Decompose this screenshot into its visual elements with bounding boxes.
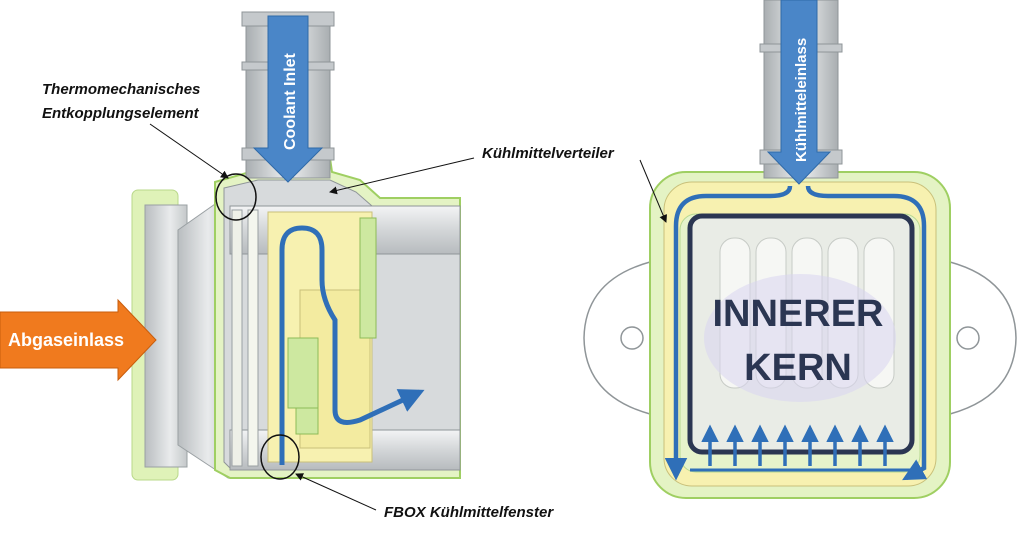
fbox-label: FBOX Kühlmittelfenster	[384, 504, 554, 521]
exhaust-inlet-label: Abgaseinlass	[8, 330, 124, 350]
coolant-inlet-label: Coolant Inlet	[282, 52, 299, 150]
coolant-inlet-de-label: Kühlmitteleinlass	[793, 38, 810, 162]
thermo-label-line2: Entkopplungselement	[42, 105, 200, 122]
leader-distributor-right	[639, 159, 667, 223]
fin-3	[295, 407, 319, 435]
fin-1	[359, 217, 377, 339]
plate-2	[247, 209, 259, 467]
leader-fbox	[295, 473, 377, 511]
plate-1	[231, 209, 243, 467]
ear-hole-right	[956, 326, 980, 350]
leader-distributor	[329, 157, 475, 195]
flow-ring-right	[805, 185, 928, 481]
fin-2	[287, 337, 319, 409]
mounting-ears	[583, 261, 1017, 415]
leader-thermo	[149, 123, 229, 179]
core-label-line2: KERN	[744, 347, 852, 389]
distributor-label: Kühlmittelverteiler	[482, 145, 615, 162]
callout-circle-fbox	[260, 434, 300, 480]
callout-circle-thermo	[215, 173, 257, 221]
left-section-view: Coolant Inlet Abgaseinlass	[0, 11, 475, 511]
right-front-view: Kühlmitteleinlass INNERER KERN	[583, 0, 1017, 499]
front-coolant-flow-arrow: Kühlmitteleinlass	[766, 0, 832, 185]
core-label-line1: INNERER	[712, 293, 883, 335]
exhaust-flow-arrow: Abgaseinlass	[0, 298, 157, 382]
flow-ring-left	[664, 185, 793, 481]
flow-path-arrow	[279, 225, 425, 465]
core-shadow	[704, 274, 896, 402]
coolant-flow-arrow: Coolant Inlet	[252, 15, 324, 183]
thermo-label-line1: Thermomechanisches	[42, 81, 200, 98]
ear-hole-left	[620, 326, 644, 350]
core-upflow-arrows	[701, 424, 894, 466]
